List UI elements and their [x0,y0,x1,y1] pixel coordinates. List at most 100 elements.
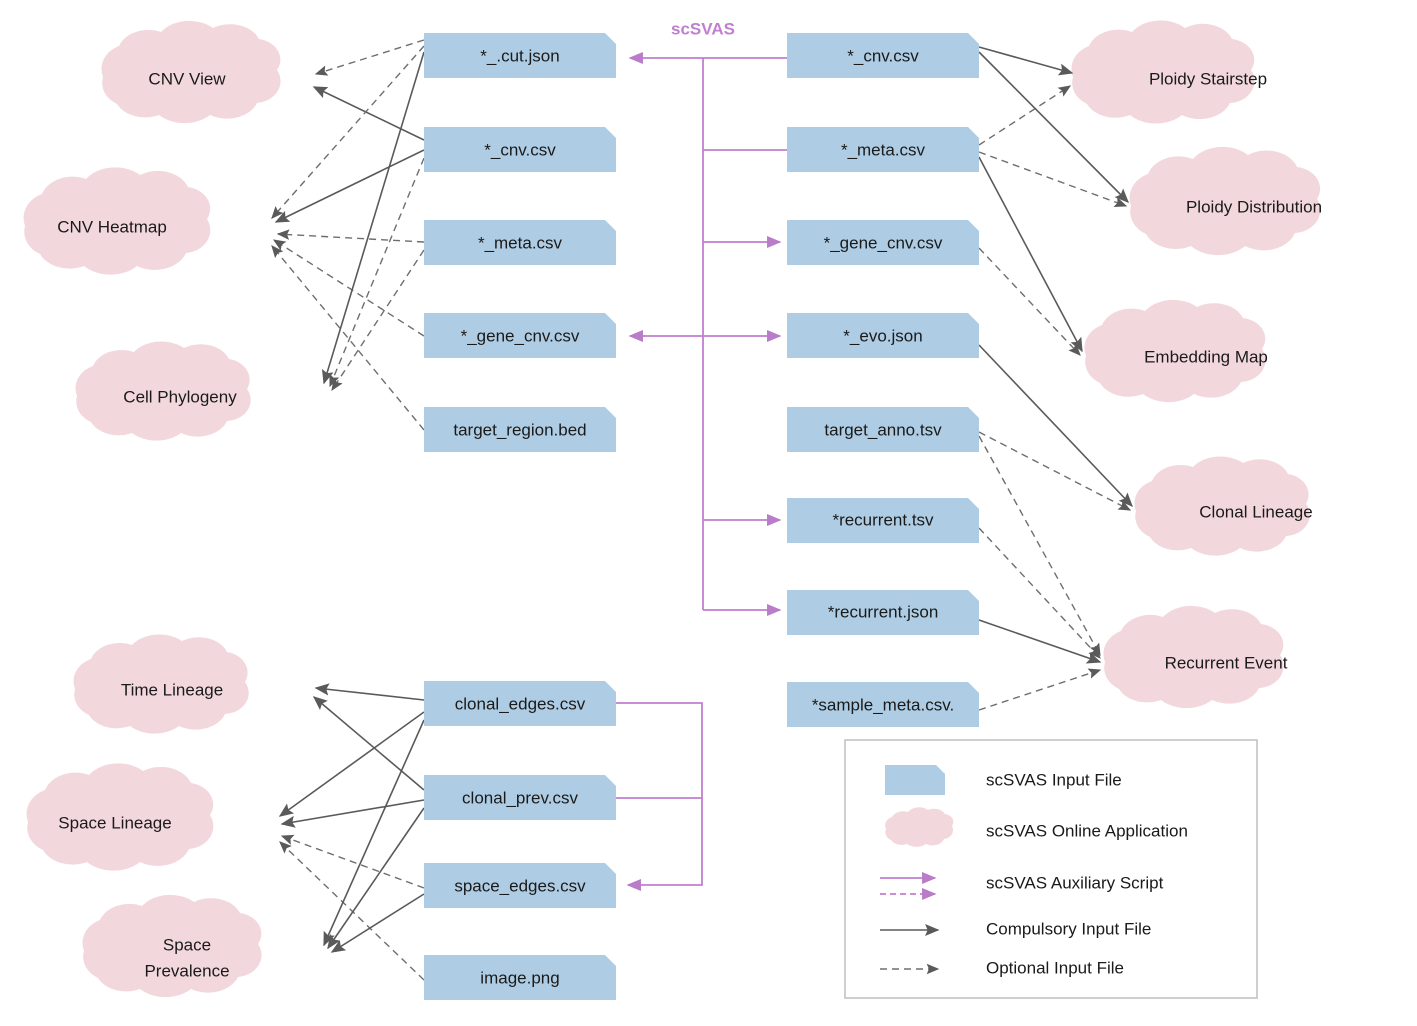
legend-panel: scSVAS Input File scSVAS Online Applicat… [844,739,1258,999]
edge-optional [279,841,425,981]
file-recurrent-tsv[interactable]: *recurrent.tsv [787,498,979,543]
file-evo-json[interactable]: *_evo.json [787,313,979,358]
file-label: *_cnv.csv [847,46,919,65]
edge-compulsory [978,46,1074,76]
file-cnv-csv-left[interactable]: *_cnv.csv [424,127,616,172]
file-label: *recurrent.tsv [832,510,934,529]
aux-script-bus-bottom [616,702,703,892]
legend-label: scSVAS Online Application [986,821,1188,840]
file-label: *_cnv.csv [484,140,556,159]
edge-optional [271,45,425,219]
file-space-edges-csv[interactable]: space_edges.csv [424,863,616,908]
file-box-swatch-icon [885,765,945,795]
cloud-cnv-view[interactable]: CNV View [101,20,281,124]
edge-compulsory [280,799,425,828]
edge-optional [329,157,425,388]
edge-compulsory [330,893,425,953]
cloud-label: Space Lineage [58,813,171,832]
edge-optional [314,39,425,76]
file-label: *_meta.csv [478,233,563,252]
file-label: *_gene_cnv.csv [461,326,580,345]
cloud-label: Clonal Lineage [1199,502,1312,521]
file-label: *_evo.json [843,326,922,345]
edge-optional [978,435,1101,657]
cloud-label: Time Lineage [121,680,223,699]
edge-compulsory [314,683,425,701]
cloud-cell-phylogeny[interactable]: Cell Phylogeny [75,341,251,441]
file-label: *_.cut.json [480,46,559,65]
file-clonal-edges-csv[interactable]: clonal_edges.csv [424,681,616,726]
legend-label: scSVAS Input File [986,770,1122,789]
edge-optional [978,668,1102,711]
file-gene-cnv-csv-left[interactable]: *_gene_cnv.csv [424,313,616,358]
edges-lineage-group [278,683,425,981]
cloud-space-prevalence[interactable]: Space Prevalence [82,894,262,998]
edge-optional [978,151,1128,208]
file-cnv-csv-right[interactable]: *_cnv.csv [787,33,979,78]
edge-optional [331,249,425,392]
edge-compulsory [978,619,1102,664]
file-label: target_region.bed [453,420,586,439]
legend-item-optional-input: Optional Input File [880,958,1124,977]
file-label: *_gene_cnv.csv [824,233,943,252]
file-recurrent-json[interactable]: *recurrent.json [787,590,979,635]
file-label: image.png [480,968,559,987]
cloud-label: CNV View [148,69,226,88]
bus-title: scSVAS [671,19,735,38]
file-image-png[interactable]: image.png [424,955,616,1000]
edge-compulsory [323,719,425,947]
file-target-anno-tsv[interactable]: target_anno.tsv [787,407,979,452]
edge-optional [272,239,425,337]
file-meta-csv-left[interactable]: *_meta.csv [424,220,616,265]
edge-optional [271,245,425,431]
cloud-label: Cell Phylogeny [123,387,237,406]
edge-compulsory [978,51,1130,204]
edge-optional [280,834,425,889]
cloud-label: Embedding Map [1144,347,1268,366]
cloud-label: Prevalence [144,961,229,980]
cloud-space-lineage[interactable]: Space Lineage [26,763,214,871]
edge-compulsory [327,807,425,950]
cloud-label: Recurrent Event [1165,653,1288,672]
cloud-clonal-lineage[interactable]: Clonal Lineage [1134,456,1313,556]
cloud-cnv-heatmap[interactable]: CNV Heatmap [23,167,211,275]
file-target-region-bed[interactable]: target_region.bed [424,407,616,452]
edge-compulsory [978,156,1083,353]
cloud-recurrent-event[interactable]: Recurrent Event [1103,605,1288,709]
edge-optional [978,85,1072,146]
edge-compulsory [321,51,425,385]
file-cut-json[interactable]: *_.cut.json [424,33,616,78]
edge-optional [978,247,1081,356]
edge-compulsory [978,344,1133,508]
legend-label: Compulsory Input File [986,919,1151,938]
file-label: *sample_meta.csv. [812,695,954,714]
aux-script-bus-top: scSVAS [628,19,787,617]
file-clonal-prev-csv[interactable]: clonal_prev.csv [424,775,616,820]
aux-branch-clonal-edges [616,702,703,892]
file-label: space_edges.csv [454,876,586,895]
file-label: *_meta.csv [841,140,926,159]
edges-ploidy-group [978,46,1133,711]
file-gene-cnv-csv-right[interactable]: *_gene_cnv.csv [787,220,979,265]
file-sample-meta-csv[interactable]: *sample_meta.csv. [787,682,979,727]
cloud-time-lineage[interactable]: Time Lineage [73,634,249,734]
cloud-label: Space [163,935,211,954]
edge-optional [276,229,425,243]
file-label: clonal_edges.csv [455,694,586,713]
cloud-ploidy-stairstep[interactable]: Ploidy Stairstep [1071,20,1267,124]
legend-item-online-application: scSVAS Online Application [885,807,1188,847]
file-meta-csv-right[interactable]: *_meta.csv [787,127,979,172]
legend-item-auxiliary-script: scSVAS Auxiliary Script [880,871,1164,901]
file-label: *recurrent.json [828,602,939,621]
edge-compulsory [274,149,425,223]
edge-compulsory [312,696,425,791]
cloud-ploidy-distribution[interactable]: Ploidy Distribution [1129,146,1322,256]
legend-label: Optional Input File [986,958,1124,977]
file-label: target_anno.tsv [824,420,942,439]
cloud-embedding-map[interactable]: Embedding Map [1084,299,1268,403]
edge-compulsory [312,86,425,141]
cloud-label: Ploidy Distribution [1186,197,1322,216]
legend-label: scSVAS Auxiliary Script [986,873,1164,892]
edges-cnv-group [271,39,425,431]
